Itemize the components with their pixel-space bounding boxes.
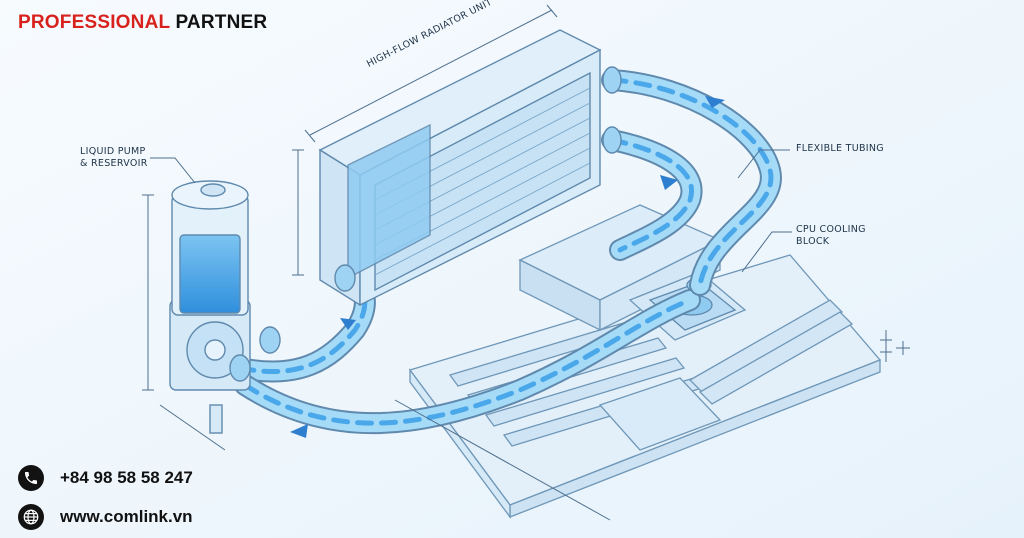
website-contact[interactable]: www.comlink.vn bbox=[18, 504, 193, 530]
flow-arrows bbox=[290, 96, 725, 438]
brand-part1: PROFESSIONAL bbox=[18, 12, 170, 33]
annotation-lines bbox=[142, 4, 910, 521]
phone-contact[interactable]: +84 98 58 58 247 bbox=[18, 465, 193, 491]
tubing-label: FLEXIBLE TUBING bbox=[796, 143, 884, 154]
brand-part2: PARTNER bbox=[175, 12, 268, 33]
phone-number: +84 98 58 58 247 bbox=[60, 468, 193, 487]
pump-reservoir bbox=[169, 180, 281, 434]
phone-icon bbox=[18, 465, 44, 491]
radiator bbox=[318, 29, 622, 307]
website-url: www.comlink.vn bbox=[60, 507, 193, 526]
pump-label: LIQUID PUMP & RESERVOIR bbox=[80, 146, 148, 169]
globe-icon bbox=[18, 504, 44, 530]
brand-title: PROFESSIONAL PARTNER bbox=[18, 12, 267, 34]
cpu-block-label: CPU COOLING BLOCK bbox=[796, 224, 866, 247]
